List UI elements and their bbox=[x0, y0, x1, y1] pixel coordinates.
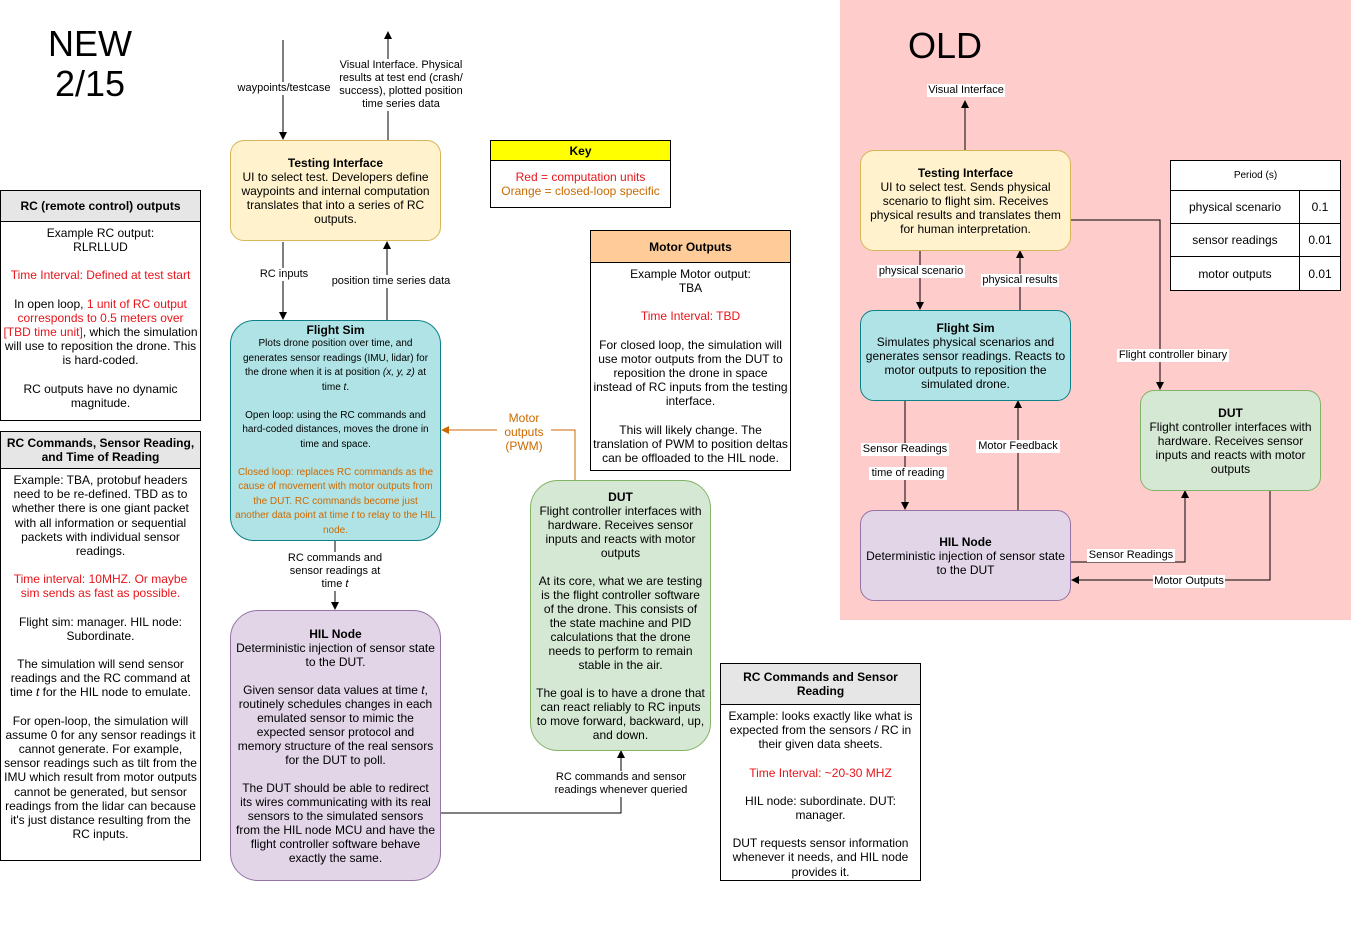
motor-outputs-example: Example Motor output: TBA bbox=[630, 267, 751, 296]
period-row-name: physical scenario bbox=[1171, 191, 1300, 223]
dut-old-body: Flight controller interfaces with hardwa… bbox=[1149, 419, 1312, 476]
label-visual-new: Visual Interface. Physical results at te… bbox=[336, 59, 466, 111]
period-table: Period (s) physical scenario 0.1 sensor re… bbox=[1170, 160, 1341, 291]
rc-sensor-reading-time: Time Interval: ~20-30 MHZ bbox=[749, 765, 892, 780]
rc-sensor-reading-p1: DUT requests sensor information whenever… bbox=[732, 836, 909, 879]
label-sensor-readings-old: Sensor Readings bbox=[861, 443, 949, 456]
key-red: Red = computation units bbox=[515, 170, 646, 184]
flight-sim-old[interactable]: Flight Sim Simulates physical scenarios … bbox=[860, 310, 1071, 401]
period-row-value: 0.1 bbox=[1311, 200, 1329, 214]
label-sensor-readings-dut: Sensor Readings bbox=[1087, 549, 1175, 562]
dut-new-title: DUT bbox=[608, 489, 633, 504]
testing-interface-old-title: Testing Interface bbox=[917, 165, 1014, 180]
hil-node-old-title: HIL Node bbox=[939, 534, 992, 549]
period-row-value: 0.01 bbox=[1308, 233, 1332, 247]
label-physical-results: physical results bbox=[981, 274, 1059, 287]
rc-outputs-p2: RC outputs have no dynamic magnitude. bbox=[23, 381, 178, 410]
rc-sensor-time-p2: For open-loop, the simulation will assum… bbox=[4, 713, 197, 842]
arrow-motor-outputs-old bbox=[1071, 490, 1271, 584]
rc-sensor-time-box: RC Commands, Sensor Reading, and Time of… bbox=[0, 431, 201, 861]
testing-interface-new-body: UI to select test. Developers define way… bbox=[241, 169, 430, 226]
label-motor-outputs-old: Motor Outputs bbox=[1153, 575, 1225, 588]
label-motor-feedback: Motor Feedback bbox=[976, 440, 1060, 453]
arrow-flight-binary bbox=[1070, 219, 1164, 390]
motor-outputs-p1: For closed loop, the simulation will use… bbox=[593, 337, 788, 409]
hil-node-new-title: HIL Node bbox=[309, 626, 362, 641]
flight-sim-old-body: Simulates physical scenarios and generat… bbox=[865, 334, 1066, 391]
rc-sensor-time-p1: The simulation will send sensor readings… bbox=[9, 657, 191, 700]
label-time-of-reading: time of reading bbox=[869, 467, 947, 480]
period-table-row: motor outputs 0.01 bbox=[1171, 257, 1340, 290]
rc-sensor-reading-example: Example: looks exactly like what is expe… bbox=[728, 709, 913, 752]
rc-sensor-time-roles: Flight sim: manager. HIL node: Subordina… bbox=[19, 614, 182, 643]
rc-sensor-time-title: RC Commands, Sensor Reading, and Time of… bbox=[1, 432, 200, 469]
arrow-motor-pwm bbox=[441, 426, 576, 480]
rc-sensor-reading-box: RC Commands and Sensor Reading Example: … bbox=[720, 663, 921, 881]
rc-outputs-p1: In open loop, 1 unit of RC output corres… bbox=[3, 296, 198, 368]
motor-outputs-p2: This will likely change. The translation… bbox=[593, 422, 788, 466]
flight-sim-new-p2: Open loop: using the RC commands and har… bbox=[242, 409, 429, 450]
new-header: NEW 2/15 bbox=[30, 24, 150, 104]
rc-outputs-time: Time Interval: Defined at test start bbox=[10, 268, 191, 283]
testing-interface-new-title: Testing Interface bbox=[287, 155, 384, 170]
label-rc-inputs: RC inputs bbox=[255, 268, 313, 281]
label-motor-pwm: Motor outputs (PWM) bbox=[497, 411, 551, 453]
label-position: position time series data bbox=[328, 275, 454, 288]
hil-node-new-p1: Given sensor data values at time t, rout… bbox=[237, 682, 434, 767]
period-table-header: Period (s) bbox=[1171, 161, 1340, 191]
period-row-name: sensor readings bbox=[1171, 224, 1300, 256]
rc-sensor-time-example: Example: TBA, protobuf headers need to b… bbox=[12, 473, 189, 559]
dut-old[interactable]: DUT Flight controller interfaces with ha… bbox=[1140, 390, 1321, 491]
label-flight-binary: Flight controller binary bbox=[1117, 349, 1229, 362]
rc-sensor-reading-roles: HIL node: subordinate. DUT: manager. bbox=[745, 793, 896, 823]
hil-node-new[interactable]: HIL Node Deterministic injection of sens… bbox=[230, 610, 441, 881]
old-header: OLD bbox=[907, 25, 983, 66]
label-rc-queried: RC commands and sensor readings whenever… bbox=[554, 771, 688, 797]
testing-interface-old[interactable]: Testing Interface UI to select test. Sen… bbox=[860, 150, 1071, 251]
rc-sensor-reading-title: RC Commands and Sensor Reading bbox=[721, 664, 920, 705]
label-waypoints: waypoints/testcase bbox=[232, 82, 336, 95]
motor-outputs-box: Motor Outputs Example Motor output: TBA … bbox=[590, 230, 791, 471]
period-table-row: sensor readings 0.01 bbox=[1171, 224, 1340, 257]
rc-outputs-example: Example RC output: RLRLLUD bbox=[46, 226, 155, 255]
dut-new-p1: At its core, what we are testing is the … bbox=[538, 573, 703, 672]
arrow-sensor-readings-dut bbox=[1071, 490, 1189, 563]
flight-sim-new[interactable]: Flight Sim Plots drone position over tim… bbox=[230, 320, 441, 541]
rc-sensor-time-interval: Time interval: 10MHZ. Or maybe sim sends… bbox=[13, 572, 188, 601]
period-row-value: 0.01 bbox=[1308, 266, 1332, 281]
flight-sim-new-p3: Closed loop: replaces RC commands as the… bbox=[235, 466, 436, 536]
hil-node-old-body: Deterministic injection of sensor state … bbox=[866, 548, 1065, 577]
motor-outputs-time: Time Interval: TBD bbox=[640, 309, 741, 324]
period-table-row: physical scenario 0.1 bbox=[1171, 191, 1340, 224]
new-header-line2: 2/15 bbox=[54, 63, 126, 104]
testing-interface-new[interactable]: Testing Interface UI to select test. Dev… bbox=[230, 140, 441, 241]
dut-new-p2: The goal is to have a drone that can rea… bbox=[536, 685, 705, 742]
key-orange: Orange = closed-loop specific bbox=[501, 184, 660, 198]
period-row-name: motor outputs bbox=[1171, 257, 1300, 290]
label-rc-cmds: RC commands and sensor readings at time … bbox=[280, 552, 390, 591]
new-header-line1: NEW bbox=[48, 23, 132, 64]
flight-sim-old-title: Flight Sim bbox=[936, 320, 995, 335]
dut-new[interactable]: DUT Flight controller interfaces with ha… bbox=[530, 480, 711, 751]
flight-sim-new-title: Flight Sim bbox=[306, 323, 365, 337]
hil-node-new-body: Deterministic injection of sensor state … bbox=[236, 640, 435, 669]
key-box: Key Red = computation units Orange = clo… bbox=[490, 140, 671, 208]
hil-node-new-p2: The DUT should be able to redirect its w… bbox=[236, 780, 435, 865]
dut-new-body: Flight controller interfaces with hardwa… bbox=[539, 503, 702, 560]
motor-outputs-title: Motor Outputs bbox=[591, 231, 790, 263]
label-visual-old: Visual Interface bbox=[927, 84, 1005, 97]
hil-node-old[interactable]: HIL Node Deterministic injection of sens… bbox=[860, 510, 1071, 601]
flight-sim-new-p1: Plots drone position over time, and gene… bbox=[242, 338, 429, 393]
rc-outputs-box: RC (remote control) outputs Example RC o… bbox=[0, 190, 201, 421]
label-physical-scenario: physical scenario bbox=[877, 265, 965, 278]
dut-old-title: DUT bbox=[1218, 405, 1243, 420]
key-title: Key bbox=[491, 141, 670, 161]
testing-interface-old-body: UI to select test. Sends physical scenar… bbox=[870, 179, 1061, 236]
rc-outputs-title: RC (remote control) outputs bbox=[1, 191, 200, 222]
